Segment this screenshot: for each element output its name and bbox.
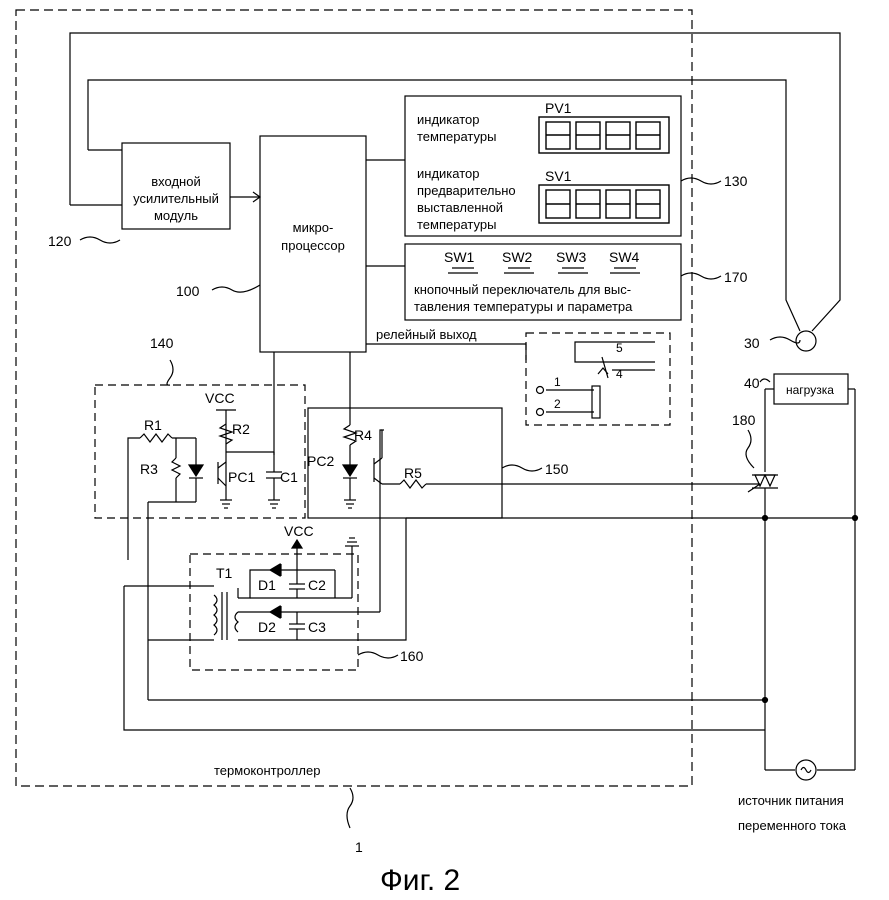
sw3-label: SW3 bbox=[556, 249, 587, 265]
ref-100: 100 bbox=[176, 283, 200, 299]
ref-160: 160 bbox=[400, 648, 424, 664]
ref-1: 1 bbox=[355, 839, 363, 855]
relay-box bbox=[525, 332, 671, 426]
d1-label: D1 bbox=[258, 577, 276, 593]
input-amplifier-module bbox=[121, 142, 231, 230]
switch-panel bbox=[404, 243, 682, 321]
preset-indicator-line3: выставленной bbox=[417, 200, 503, 215]
thermocouple-wires bbox=[69, 32, 841, 352]
temp-indicator-line2: температуры bbox=[417, 129, 496, 144]
reference-leaders bbox=[79, 177, 801, 829]
c1-label: C1 bbox=[280, 469, 298, 485]
vcc-label-1: VCC bbox=[205, 390, 235, 406]
sw4-label: SW4 bbox=[609, 249, 640, 265]
microprocessor-block bbox=[259, 135, 367, 353]
power-circuit bbox=[747, 373, 859, 781]
r2-label: R2 bbox=[232, 421, 250, 437]
ref-180: 180 bbox=[732, 412, 756, 428]
temp-indicator-line1: индикатор bbox=[417, 112, 479, 127]
switch-symbols bbox=[448, 267, 640, 274]
relay-pin-5: 5 bbox=[616, 341, 623, 355]
input-module-label-line3: модуль bbox=[154, 208, 198, 223]
relay-symbol bbox=[535, 341, 655, 419]
relay-output-label: релейный выход bbox=[376, 327, 477, 342]
block-150-circuit bbox=[341, 352, 760, 612]
relay-pin-1: 1 bbox=[554, 375, 561, 389]
block-140 bbox=[94, 384, 306, 519]
r4-label: R4 bbox=[354, 427, 372, 443]
microprocessor-label-line1: микро- bbox=[293, 220, 334, 235]
d2-label: D2 bbox=[258, 619, 276, 635]
r5-label: R5 bbox=[404, 465, 422, 481]
c3-label: C3 bbox=[308, 619, 326, 635]
load-label: нагрузка bbox=[786, 383, 834, 397]
pv1-display bbox=[538, 116, 670, 154]
sw1-label: SW1 bbox=[444, 249, 475, 265]
thermocontroller-boundary bbox=[15, 9, 693, 787]
sw2-label: SW2 bbox=[502, 249, 533, 265]
t1-label: T1 bbox=[216, 565, 233, 581]
thermocontroller-label: термоконтроллер bbox=[214, 763, 320, 778]
input-module-label-line2: усилительный bbox=[133, 191, 219, 206]
preset-indicator-line4: температуры bbox=[417, 217, 496, 232]
sv1-display bbox=[538, 184, 670, 224]
ref-150: 150 bbox=[545, 461, 569, 477]
ac-source-label-line2: переменного тока bbox=[738, 818, 847, 833]
display-panel bbox=[404, 95, 682, 237]
pc1-label: PC1 bbox=[228, 469, 255, 485]
relay-pin-4: 4 bbox=[616, 367, 623, 381]
relay-pin-2: 2 bbox=[554, 397, 561, 411]
ac-source-label-line1: источник питания bbox=[738, 793, 844, 808]
pc2-label: PC2 bbox=[307, 453, 334, 469]
block-150 bbox=[307, 407, 503, 519]
c2-label: C2 bbox=[308, 577, 326, 593]
ref-130: 130 bbox=[724, 173, 748, 189]
preset-indicator-line1: индикатор bbox=[417, 166, 479, 181]
ref-140: 140 bbox=[150, 335, 174, 351]
pv1-label: PV1 bbox=[545, 100, 572, 116]
ref-30: 30 bbox=[744, 335, 760, 351]
ref-120: 120 bbox=[48, 233, 72, 249]
r3-label: R3 bbox=[140, 461, 158, 477]
ref-170: 170 bbox=[724, 269, 748, 285]
r1-label: R1 bbox=[144, 417, 162, 433]
switch-caption-line1: кнопочный переключатель для выс- bbox=[414, 282, 631, 297]
microprocessor-label-line2: процессор bbox=[281, 238, 345, 253]
vcc-label-2: VCC bbox=[284, 523, 314, 539]
ref-40: 40 bbox=[744, 375, 760, 391]
switch-caption-line2: тавления температуры и параметра bbox=[414, 299, 633, 314]
block-160-circuit bbox=[123, 517, 765, 731]
input-module-label-line1: входной bbox=[151, 174, 200, 189]
preset-indicator-line2: предварительно bbox=[417, 183, 516, 198]
sv1-label: SV1 bbox=[545, 168, 572, 184]
block-140-circuit bbox=[127, 352, 282, 700]
figure-title: Фиг. 2 bbox=[380, 864, 460, 897]
